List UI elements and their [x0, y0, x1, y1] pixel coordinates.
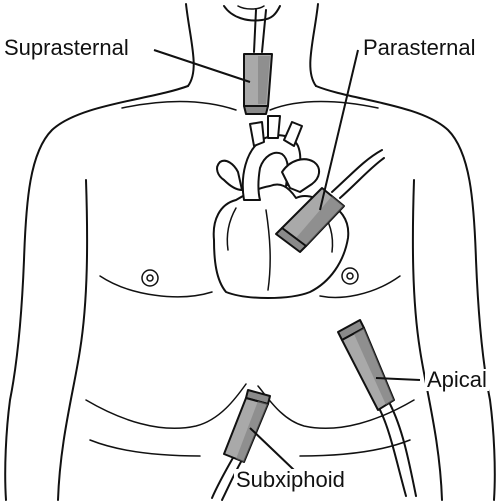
- chin-line: [223, 5, 281, 22]
- suprasternal-probe-shade: [258, 56, 270, 104]
- parasternal-probe: [275, 149, 385, 253]
- left-clavicle: [121, 100, 237, 111]
- left-nipple: [141, 269, 159, 287]
- left-pectoral: [99, 275, 213, 298]
- left-lower-torso: [89, 439, 201, 457]
- great-vessel-3: [283, 121, 303, 147]
- left-rib-line: [85, 383, 247, 430]
- apical-leader-line: [375, 377, 421, 381]
- left-inner-arm: [57, 179, 89, 501]
- subxiphoid-probe-shade: [236, 401, 268, 462]
- apical-probe: [337, 319, 417, 497]
- apical-label: Apical: [425, 367, 489, 392]
- subxiphoid-label: Subxiphoid: [234, 467, 347, 492]
- parasternal-probe-tip: [275, 227, 307, 253]
- left-shoulder-arm: [4, 85, 189, 501]
- right-pectoral: [319, 275, 401, 299]
- parasternal-leader-line: [319, 49, 359, 211]
- suprasternal-label: Suprasternal: [2, 35, 131, 60]
- apical-probe-shade: [354, 328, 394, 405]
- great-vessel-1: [249, 121, 265, 147]
- subxiphoid-probe-cable: [211, 455, 243, 501]
- right-clavicle: [269, 100, 379, 111]
- suprasternal-leader-line: [153, 49, 251, 83]
- mouth-line: [237, 5, 265, 10]
- heart-illustration: [212, 115, 350, 299]
- heart-septum: [265, 209, 271, 291]
- subxiphoid-probe: [211, 389, 271, 501]
- heart-detail-left: [226, 207, 237, 251]
- parasternal-probe-cable: [331, 149, 385, 199]
- torso-outline: [4, 3, 496, 501]
- great-vessel-2: [267, 115, 281, 139]
- parasternal-probe-shade: [296, 196, 344, 246]
- right-inner-arm: [411, 179, 443, 501]
- neck-left: [185, 3, 195, 87]
- apical-probe-cable: [379, 403, 417, 497]
- subxiphoid-leader-line: [249, 427, 295, 471]
- right-lower-torso: [299, 439, 411, 457]
- suprasternal-probe-tip: [243, 105, 269, 115]
- suprasternal-probe: [243, 9, 273, 115]
- neck-right: [309, 3, 319, 87]
- suprasternal-probe-cable: [253, 9, 267, 53]
- left-atrium: [216, 159, 243, 191]
- pulmonary-trunk: [281, 158, 320, 193]
- right-shoulder-arm: [315, 85, 496, 501]
- parasternal-label: Parasternal: [361, 35, 478, 60]
- right-nipple: [341, 267, 359, 285]
